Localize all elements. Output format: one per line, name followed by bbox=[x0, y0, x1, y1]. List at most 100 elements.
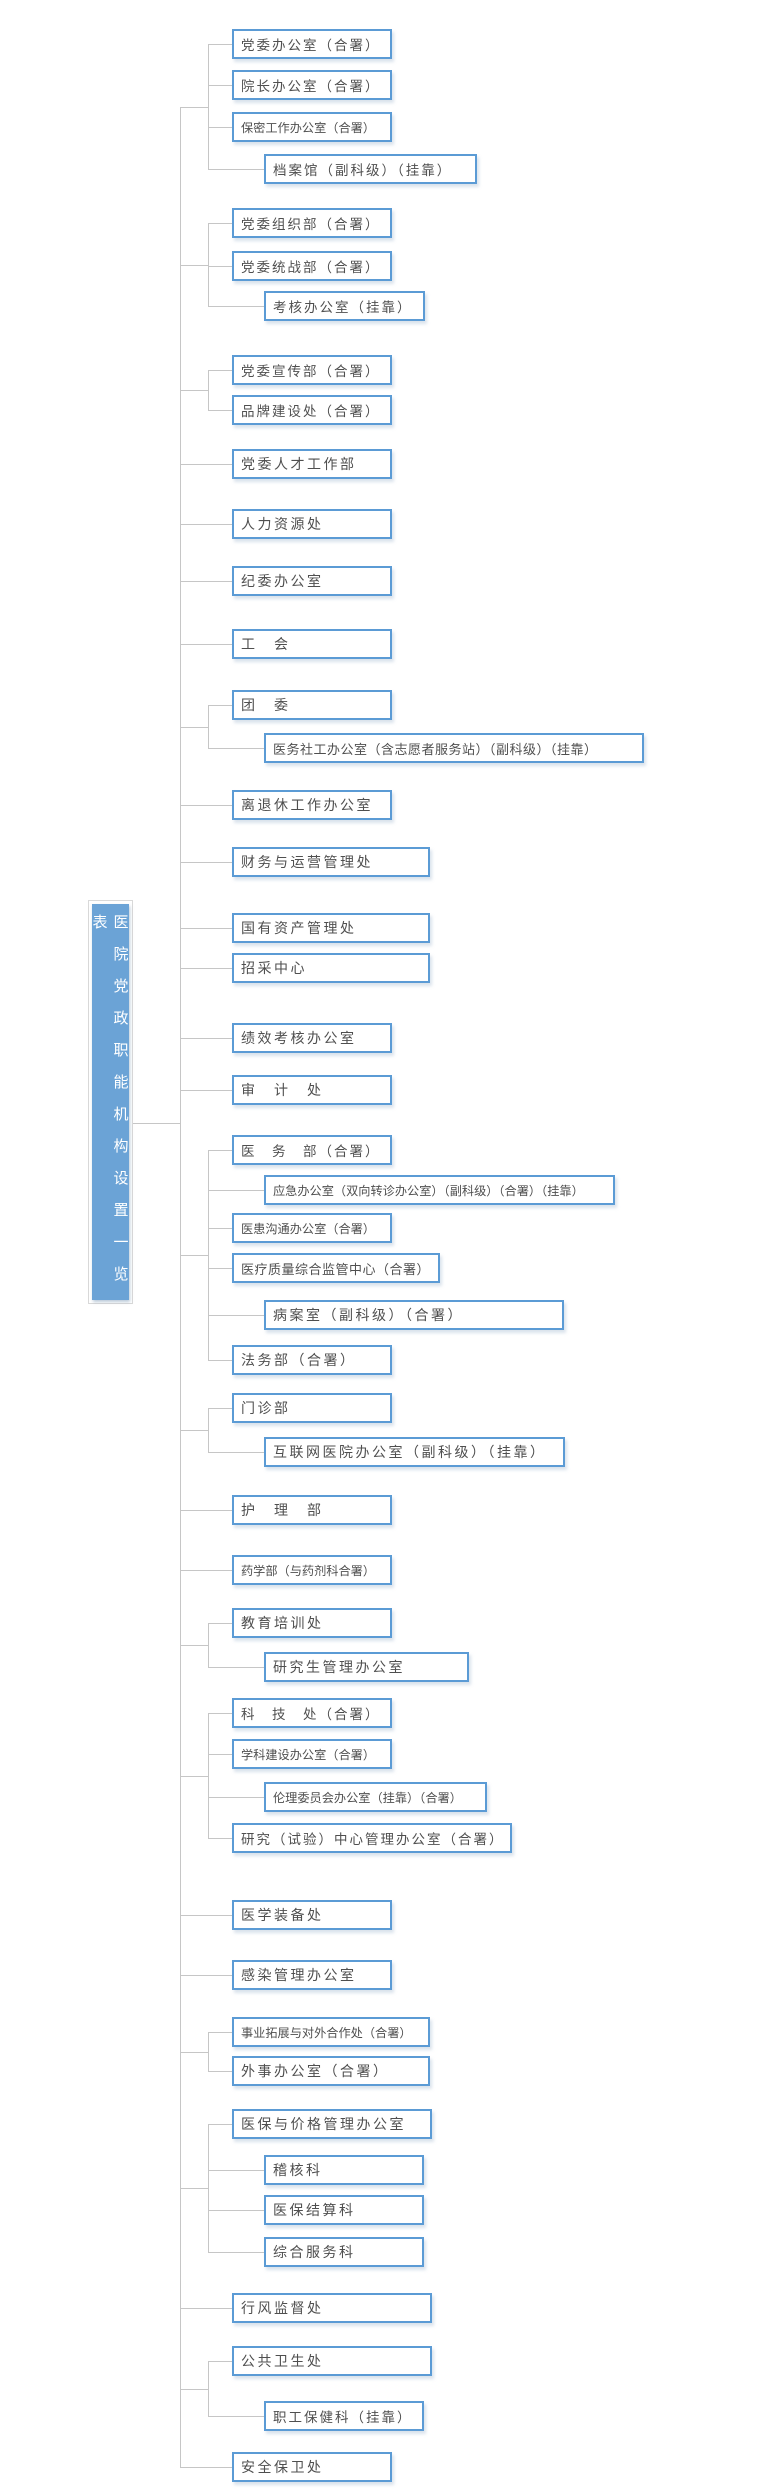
connector-line bbox=[208, 2210, 264, 2211]
connector-line bbox=[208, 370, 209, 410]
org-node[interactable]: 教育培训处 bbox=[232, 1608, 392, 1638]
connector-line bbox=[208, 2032, 209, 2071]
org-node[interactable]: 绩效考核办公室 bbox=[232, 1023, 392, 1053]
connector-line bbox=[180, 928, 232, 929]
org-node[interactable]: 团 委 bbox=[232, 690, 392, 720]
org-node[interactable]: 品牌建设处（合署） bbox=[232, 395, 392, 425]
org-node[interactable]: 医 务 部（合署） bbox=[232, 1135, 392, 1165]
connector-line bbox=[208, 1150, 209, 1360]
connector-line bbox=[180, 390, 208, 391]
connector-line bbox=[208, 223, 209, 306]
org-node[interactable]: 互联网医院办公室（副科级）（挂靠） bbox=[264, 1437, 565, 1467]
connector-line bbox=[180, 1510, 232, 1511]
connector-line bbox=[180, 2188, 208, 2189]
org-node[interactable]: 档案馆（副科级）（挂靠） bbox=[264, 154, 477, 184]
org-node[interactable]: 审 计 处 bbox=[232, 1075, 392, 1105]
connector-line bbox=[208, 1754, 232, 1755]
org-node[interactable]: 医保与价格管理办公室 bbox=[232, 2109, 432, 2139]
org-node[interactable]: 党委组织部（合署） bbox=[232, 208, 392, 238]
org-node[interactable]: 医学装备处 bbox=[232, 1900, 392, 1930]
connector-line bbox=[180, 968, 232, 969]
org-node[interactable]: 国有资产管理处 bbox=[232, 913, 430, 943]
connector-line bbox=[208, 169, 264, 170]
org-node[interactable]: 外事办公室（合署） bbox=[232, 2056, 430, 2086]
connector-line bbox=[180, 644, 232, 645]
connector-line bbox=[208, 705, 232, 706]
org-node[interactable]: 医务社工办公室（含志愿者服务站）（副科级）（挂靠） bbox=[264, 733, 644, 763]
connector-line bbox=[208, 1838, 232, 1839]
org-node[interactable]: 党委人才工作部 bbox=[232, 449, 392, 479]
connector-line bbox=[208, 1452, 264, 1453]
connector-line bbox=[180, 1430, 208, 1431]
org-node[interactable]: 党委宣传部（合署） bbox=[232, 355, 392, 385]
org-node[interactable]: 纪委办公室 bbox=[232, 566, 392, 596]
connector-line bbox=[180, 1038, 232, 1039]
connector-line bbox=[208, 44, 232, 45]
org-node[interactable]: 门诊部 bbox=[232, 1393, 392, 1423]
org-node[interactable]: 医疗质量综合监管中心（合署） bbox=[232, 1253, 440, 1283]
connector-line bbox=[180, 1255, 208, 1256]
org-node[interactable]: 安全保卫处 bbox=[232, 2452, 392, 2482]
connector-line bbox=[208, 2416, 264, 2417]
connector-line bbox=[133, 1123, 180, 1124]
org-node[interactable]: 离退休工作办公室 bbox=[232, 790, 392, 820]
connector-line bbox=[180, 1915, 232, 1916]
connector-line bbox=[208, 2124, 232, 2125]
org-node[interactable]: 财务与运营管理处 bbox=[232, 847, 430, 877]
org-node[interactable]: 感染管理办公室 bbox=[232, 1960, 392, 1990]
connector-line bbox=[208, 85, 232, 86]
connector-line bbox=[208, 44, 209, 169]
org-node[interactable]: 保密工作办公室（合署） bbox=[232, 112, 392, 142]
org-node[interactable]: 稽核科 bbox=[264, 2155, 424, 2185]
connector-line bbox=[208, 1268, 232, 1269]
connector-line bbox=[180, 107, 208, 108]
org-node[interactable]: 公共卫生处 bbox=[232, 2346, 432, 2376]
connector-line bbox=[208, 2071, 232, 2072]
org-node[interactable]: 研究（试验）中心管理办公室（合署） bbox=[232, 1823, 512, 1853]
org-node[interactable]: 护 理 部 bbox=[232, 1495, 392, 1525]
connector-line bbox=[208, 1315, 264, 1316]
connector-line bbox=[180, 581, 232, 582]
connector-line bbox=[208, 1150, 232, 1151]
org-node[interactable]: 人力资源处 bbox=[232, 509, 392, 539]
org-node[interactable]: 综合服务科 bbox=[264, 2237, 424, 2267]
org-node[interactable]: 招采中心 bbox=[232, 953, 430, 983]
connector-line bbox=[180, 107, 181, 2467]
connector-line bbox=[208, 2124, 209, 2252]
connector-line bbox=[180, 2389, 208, 2390]
org-node[interactable]: 党委办公室（合署） bbox=[232, 29, 392, 59]
connector-line bbox=[208, 410, 232, 411]
org-node[interactable]: 医患沟通办公室（合署） bbox=[232, 1213, 392, 1243]
org-node[interactable]: 病案室（副科级）（合署） bbox=[264, 1300, 564, 1330]
root-node-frame: 医院党政职能机构设置一览表 bbox=[88, 900, 133, 1304]
org-node[interactable]: 科 技 处（合署） bbox=[232, 1698, 392, 1728]
connector-line bbox=[208, 1360, 232, 1361]
connector-line bbox=[208, 1713, 232, 1714]
org-node[interactable]: 党委统战部（合署） bbox=[232, 251, 392, 281]
org-node[interactable]: 法务部（合署） bbox=[232, 1345, 392, 1375]
org-node[interactable]: 药学部（与药剂科合署） bbox=[232, 1555, 392, 1585]
org-node[interactable]: 工 会 bbox=[232, 629, 392, 659]
root-node[interactable]: 医院党政职能机构设置一览表 bbox=[91, 904, 130, 1300]
connector-line bbox=[208, 1190, 264, 1191]
connector-line bbox=[208, 2361, 209, 2416]
org-node[interactable]: 研究生管理办公室 bbox=[264, 1652, 469, 1682]
connector-line bbox=[180, 2308, 232, 2309]
org-node[interactable]: 学科建设办公室（合署） bbox=[232, 1739, 392, 1769]
connector-line bbox=[180, 727, 208, 728]
connector-line bbox=[208, 2170, 264, 2171]
connector-line bbox=[208, 1713, 209, 1838]
org-node[interactable]: 伦理委员会办公室（挂靠）（合署） bbox=[264, 1782, 487, 1812]
org-node[interactable]: 院长办公室（合署） bbox=[232, 70, 392, 100]
org-node[interactable]: 行风监督处 bbox=[232, 2293, 432, 2323]
org-node[interactable]: 职工保健科（挂靠） bbox=[264, 2401, 424, 2431]
connector-line bbox=[208, 748, 264, 749]
connector-line bbox=[180, 1645, 208, 1646]
connector-line bbox=[208, 1408, 232, 1409]
org-node[interactable]: 应急办公室（双向转诊办公室）（副科级）（合署）（挂靠） bbox=[264, 1175, 615, 1205]
org-node[interactable]: 考核办公室（挂靠） bbox=[264, 291, 425, 321]
connector-line bbox=[180, 862, 232, 863]
org-node[interactable]: 医保结算科 bbox=[264, 2195, 424, 2225]
org-node[interactable]: 事业拓展与对外合作处（合署） bbox=[232, 2017, 430, 2047]
